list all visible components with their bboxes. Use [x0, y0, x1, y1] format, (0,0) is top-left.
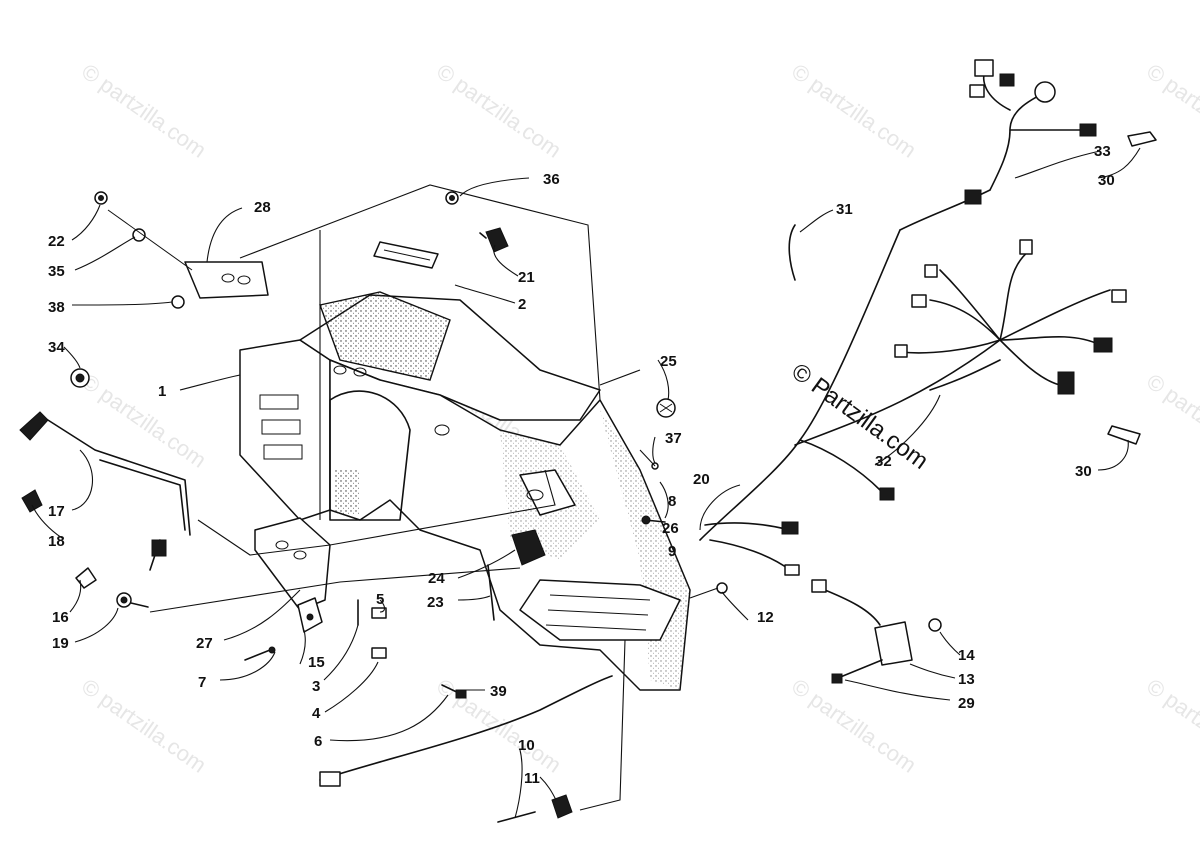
- watermark: © partzilla.com: [77, 59, 211, 163]
- watermark: © partzilla.com: [787, 59, 921, 163]
- callout-6: 6: [314, 733, 322, 750]
- watermark: © partzilla.com: [432, 59, 566, 163]
- callout-28: 28: [254, 199, 271, 216]
- plug-part-12: [716, 582, 728, 594]
- callout-3: 3: [312, 678, 320, 695]
- callout-15: 15: [308, 654, 325, 671]
- toggle-switch-part-21: [445, 191, 509, 253]
- callout-24: 24: [428, 570, 445, 587]
- callout-25: 25: [660, 353, 677, 370]
- center-watermark: © Partzilla.com: [786, 358, 933, 475]
- callout-30a: 30: [1098, 172, 1115, 189]
- regulator-part-13: [811, 579, 942, 684]
- watermark: © partzilla.com: [77, 369, 211, 473]
- lamp-parts-25-26: [641, 398, 676, 525]
- callout-12: 12: [757, 609, 774, 626]
- callout-19: 19: [52, 635, 69, 652]
- clip-part-18: [21, 489, 43, 513]
- callout-38: 38: [48, 299, 65, 316]
- callout-9: 9: [668, 543, 676, 560]
- callout-34: 34: [48, 339, 65, 356]
- throttle-cable-part-17: [19, 368, 191, 571]
- callout-17: 17: [48, 503, 65, 520]
- callout-20: 20: [693, 471, 710, 488]
- callout-1: 1: [158, 383, 166, 400]
- sub-harness-part-6: [319, 675, 613, 787]
- screw-part-7: [244, 646, 276, 661]
- callout-10: 10: [518, 737, 535, 754]
- light-parts-16-19: [75, 567, 149, 608]
- leader-lines: [31, 147, 1141, 819]
- callout-2: 2: [518, 296, 526, 313]
- callout-37: 37: [665, 430, 682, 447]
- callout-30b: 30: [1075, 463, 1092, 480]
- callout-26: 26: [662, 520, 679, 537]
- watermark: © partzilla.com: [1142, 674, 1200, 778]
- assembly-lines: [149, 184, 719, 811]
- callout-4: 4: [312, 705, 321, 722]
- callout-22: 22: [48, 233, 65, 250]
- callout-31: 31: [836, 201, 853, 218]
- callout-39: 39: [490, 683, 507, 700]
- callout-labels: 1 2 3 4 5 6 7 8 9 10 11 12 13 14 15 16 1…: [48, 143, 1115, 787]
- callout-13: 13: [958, 671, 975, 688]
- callout-33: 33: [1094, 143, 1111, 160]
- callout-14: 14: [958, 647, 975, 664]
- watermark: © partzilla.com: [77, 674, 211, 778]
- switch-part-24: [487, 529, 546, 621]
- bracket-part-15: [297, 597, 323, 633]
- callout-8: 8: [668, 493, 676, 510]
- console-housing: [239, 291, 691, 691]
- clip-parts-4-5: [357, 599, 387, 659]
- plate-part-28: [94, 191, 269, 309]
- callout-36: 36: [543, 171, 560, 188]
- wire-harness-part-20: [699, 59, 1157, 576]
- callout-29: 29: [958, 695, 975, 712]
- callout-27: 27: [196, 635, 213, 652]
- decal-part-2: [373, 241, 439, 269]
- callout-16: 16: [52, 609, 69, 626]
- callout-32: 32: [875, 453, 892, 470]
- bracket-part-27: [254, 517, 331, 611]
- callout-35: 35: [48, 263, 65, 280]
- callout-21: 21: [518, 269, 535, 286]
- watermark: © partzilla.com: [1142, 369, 1200, 473]
- watermark: © partzilla.com: [787, 674, 921, 778]
- callout-18: 18: [48, 533, 65, 550]
- callout-23: 23: [427, 594, 444, 611]
- watermark: © partzilla.com: [1142, 59, 1200, 163]
- callout-7: 7: [198, 674, 206, 691]
- callout-5: 5: [376, 591, 384, 608]
- callout-11: 11: [524, 770, 540, 787]
- screw-parts-10-11: [497, 794, 573, 823]
